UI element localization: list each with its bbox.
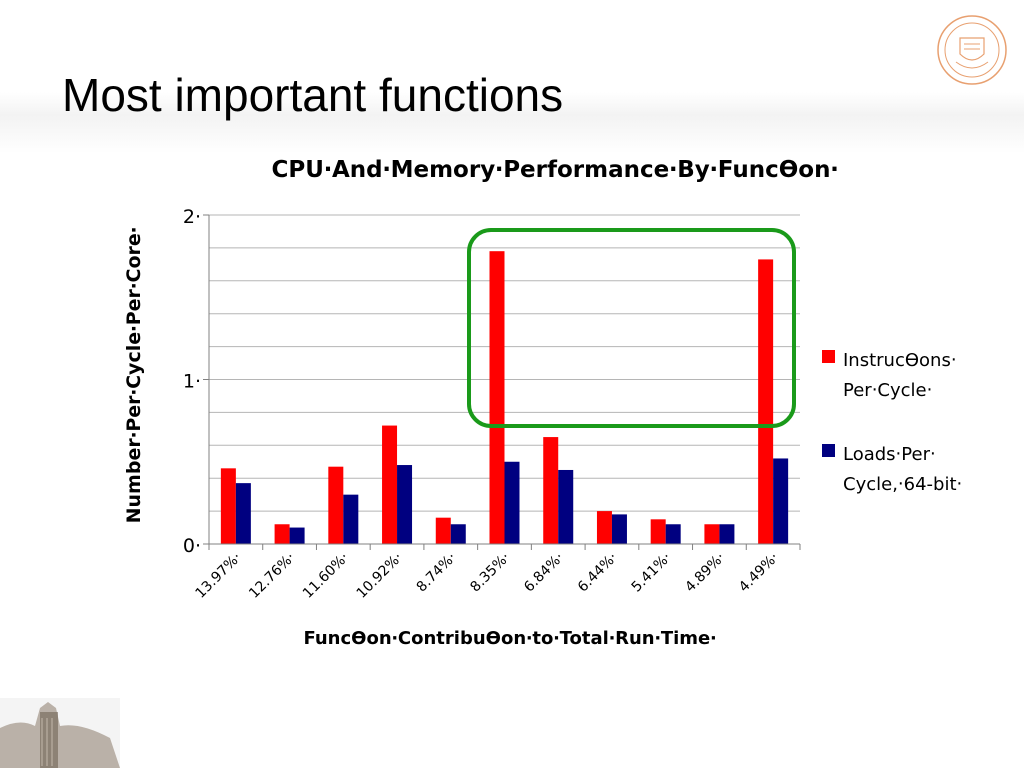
legend: InstrucƟons‧ Per‧Cycle‧ Loads‧Per‧ Cycle,‧6… [822, 350, 962, 495]
bar-loads-per-cycle [504, 461, 520, 544]
x-tick-label: 13.97%‧ [192, 550, 244, 602]
x-tick-label: 6.44%‧ [575, 550, 621, 596]
bar-loads-per-cycle [719, 524, 735, 544]
x-tick-label: 11.60%‧ [300, 550, 352, 602]
bar-instructions-per-cycle [274, 524, 290, 544]
x-tick-label: 12.76%‧ [246, 550, 298, 602]
x-tick-label: 8.35%‧ [467, 550, 513, 596]
university-seal-icon [937, 15, 1007, 85]
bar-loads-per-cycle [397, 465, 413, 544]
bar-loads-per-cycle [773, 458, 789, 544]
bar-instructions-per-cycle [650, 519, 666, 544]
bar-instructions-per-cycle [382, 425, 398, 544]
bar-instructions-per-cycle [220, 468, 236, 544]
bar-instructions-per-cycle [543, 437, 559, 544]
x-ticks: 13.97%‧12.76%‧11.60%‧10.92%‧8.74%‧8.35%‧… [192, 544, 801, 602]
legend-swatch-loads [822, 444, 835, 457]
x-tick-label: 4.89%‧ [682, 550, 728, 596]
y-ticks: 0‧ 1‧ 2‧ [183, 206, 209, 557]
tower-logo-icon [0, 698, 120, 768]
bar-instructions-per-cycle [758, 259, 774, 544]
y-tick-label: 2‧ [183, 206, 201, 228]
bars [220, 251, 789, 544]
bar-instructions-per-cycle [489, 251, 505, 544]
bar-instructions-per-cycle [328, 466, 344, 544]
bar-instructions-per-cycle [435, 517, 451, 544]
x-tick-label: 5.41%‧ [629, 550, 675, 596]
legend-label: Cycle,‧64-bit‧ [843, 474, 962, 495]
bar-loads-per-cycle [665, 524, 681, 544]
legend-label: InstrucƟons‧ [843, 350, 957, 371]
x-tick-label: 8.74%‧ [414, 550, 460, 596]
bar-loads-per-cycle [343, 494, 359, 544]
y-axis-label: Number‧Per‧Cycle‧Per‧Core‧ [123, 227, 145, 524]
legend-label: Per‧Cycle‧ [843, 380, 932, 401]
bar-loads-per-cycle [611, 514, 627, 544]
chart-title: CPU‧And‧Memory‧Performance‧By‧FuncƟon‧ [272, 157, 839, 183]
bar-loads-per-cycle [558, 469, 574, 544]
y-tick-label: 0‧ [183, 535, 201, 557]
bar-instructions-per-cycle [596, 511, 612, 544]
bar-instructions-per-cycle [704, 524, 720, 544]
slide-title: Most important functions [62, 69, 564, 121]
legend-label: Loads‧Per‧ [843, 444, 936, 465]
x-tick-label: 6.84%‧ [521, 550, 567, 596]
bar-loads-per-cycle [450, 524, 466, 544]
highlight-box [467, 228, 796, 428]
x-tick-label: 4.49%‧ [736, 550, 782, 596]
bar-loads-per-cycle [289, 527, 305, 544]
y-tick-label: 1‧ [183, 371, 201, 393]
x-tick-label: 10.92%‧ [354, 550, 406, 602]
legend-swatch-instructions [822, 350, 835, 363]
bar-loads-per-cycle [235, 483, 251, 544]
x-axis-label: FuncƟon‧ContribuƟon‧to‧Total‧Run‧Time‧ [303, 628, 716, 649]
